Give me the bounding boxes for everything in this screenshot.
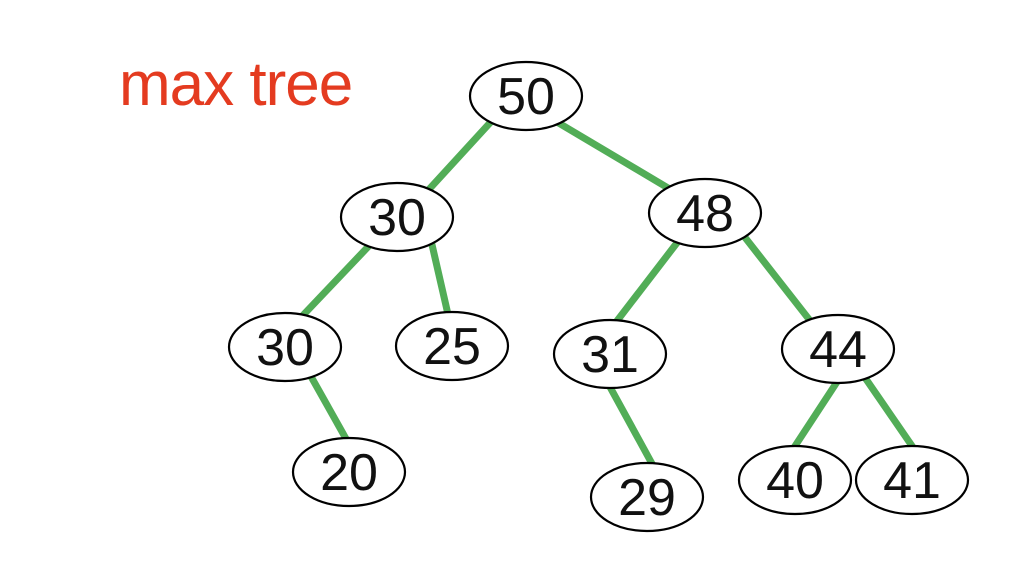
diagram-title: max tree	[119, 50, 353, 119]
node-ellipse	[647, 177, 763, 249]
tree-node-n29: 29	[589, 461, 705, 533]
node-ellipse	[394, 310, 510, 382]
node-value-label: 44	[809, 321, 867, 379]
tree-node-n40: 40	[737, 444, 853, 516]
tree-node-n30: 30	[339, 181, 455, 253]
node-value-label: 48	[676, 185, 734, 243]
node-ellipse	[227, 311, 343, 383]
tree-edge-n50-n30	[423, 115, 498, 195]
tree-node-n41: 41	[854, 444, 970, 516]
tree-node-n50: 50	[468, 60, 584, 132]
node-value-label: 29	[618, 469, 676, 527]
tree-edge-n48-n31	[611, 237, 682, 328]
node-value-label: 25	[423, 318, 481, 376]
tree-node-n30b: 30	[227, 311, 343, 383]
tree-edge-n30b-n20	[305, 369, 353, 448]
node-value-label: 41	[883, 452, 941, 510]
node-ellipse	[737, 444, 853, 516]
tree-node-n44: 44	[780, 313, 896, 385]
tree-edge-n31-n29	[602, 376, 658, 471]
tree-edge-n44-n41	[859, 371, 919, 454]
node-value-label: 40	[766, 452, 824, 510]
tree-edge-n48-n44	[738, 229, 817, 329]
tree-node-n48: 48	[647, 177, 763, 249]
tree-edge-n30-n30b	[298, 240, 375, 320]
node-value-label: 50	[497, 68, 555, 126]
tree-edge-n30-n25	[427, 238, 453, 321]
node-ellipse	[339, 181, 455, 253]
node-value-label: 30	[256, 319, 314, 377]
node-ellipse	[552, 318, 668, 390]
tree-node-n25: 25	[394, 310, 510, 382]
node-value-label: 20	[320, 444, 378, 502]
node-ellipse	[854, 444, 970, 516]
tree-node-n31: 31	[552, 318, 668, 390]
tree-edge-n44-n40	[788, 374, 844, 454]
node-ellipse	[468, 60, 584, 132]
tree-node-n20: 20	[291, 436, 407, 508]
node-ellipse	[589, 461, 705, 533]
tree-edge-n50-n48	[551, 116, 674, 194]
node-ellipse	[780, 313, 896, 385]
node-value-label: 30	[368, 189, 426, 247]
node-ellipse	[291, 436, 407, 508]
node-value-label: 31	[581, 326, 639, 384]
